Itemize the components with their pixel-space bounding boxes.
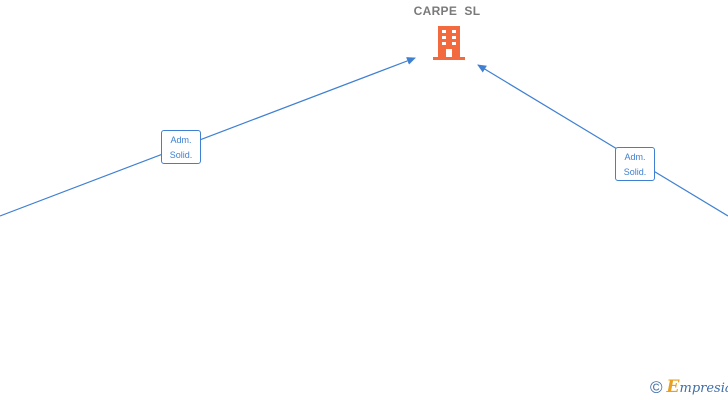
relation-label-line1: Adm. [170,135,192,145]
brand-logo: Empresia [667,377,728,399]
edge-right [477,64,728,217]
edge-left [0,57,416,217]
relation-label-line2: Solid. [169,150,193,160]
relation-label-line2: Solid. [623,167,647,177]
relation-label-right[interactable]: Adm. Solid. [615,147,655,181]
brand-rest: mpresia [679,381,728,396]
brand-initial: E [666,377,680,397]
company-name[interactable]: CARPE SL [413,4,481,18]
copyright-icon: © [650,378,663,397]
relation-label-line1: Adm. [624,152,646,162]
building-icon[interactable] [431,24,467,62]
relation-label-left[interactable]: Adm. Solid. [161,130,201,164]
empresia-watermark: © Empresia [650,377,728,399]
